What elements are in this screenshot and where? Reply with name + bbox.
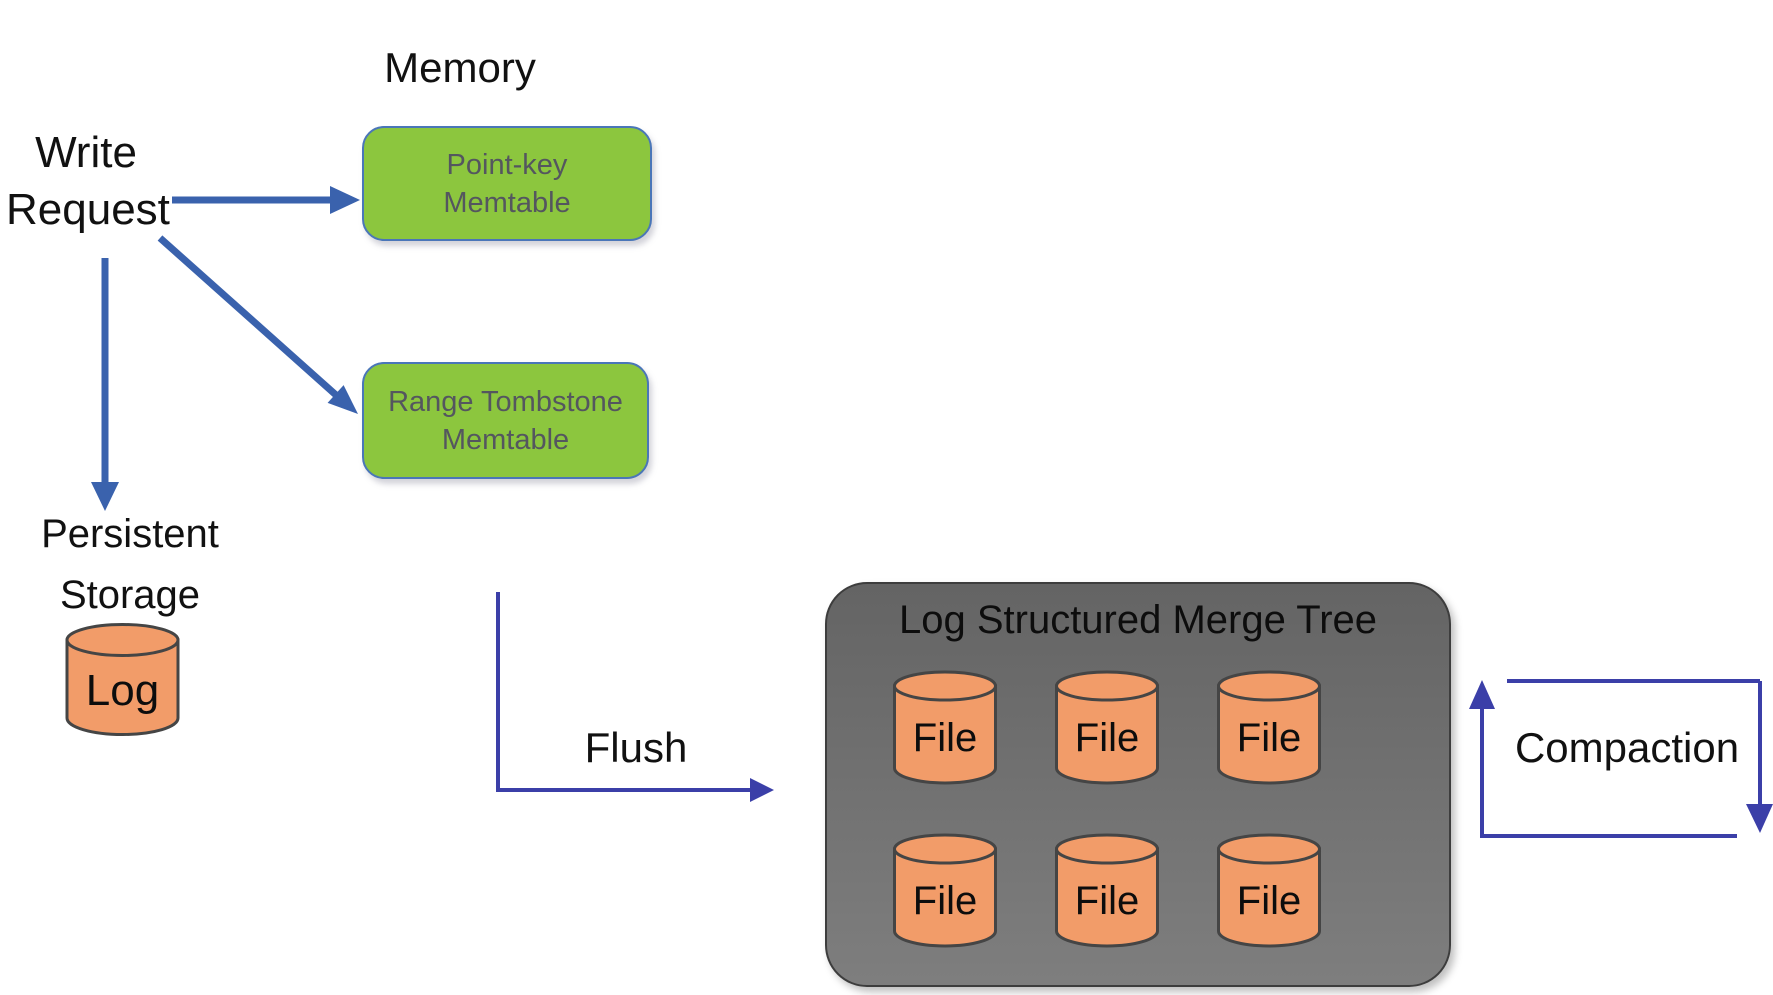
file-cylinder-label: File [912, 715, 978, 760]
lsm-tree-title: Log Structured Merge Tree [898, 598, 1378, 642]
range-tombstone-memtable-line2: Memtable [441, 423, 570, 456]
persistent-storage-line1: Persistent [41, 512, 219, 556]
write-to-rangetombstone-arrow [157, 235, 358, 414]
cylinder-icon [1217, 833, 1321, 948]
file-cylinder: File [1054, 832, 1160, 950]
file-cylinder: File [1054, 669, 1160, 787]
cylinder-icon [1055, 670, 1159, 785]
file-cylinder-label: File [912, 878, 978, 923]
flush-arrow-label: Flush [584, 724, 688, 771]
log-cylinder-label: Log [85, 666, 160, 715]
persistent-storage-line2: Storage [59, 573, 201, 617]
memory-section-title: Memory [384, 44, 536, 91]
write-request-line2: Request [6, 185, 170, 234]
range-tombstone-memtable-line1: Range Tombstone [388, 385, 623, 418]
file-cylinder-label: File [1074, 878, 1140, 923]
log-cylinder: Log [64, 622, 181, 740]
write-to-log-arrow [91, 258, 119, 511]
file-cylinder: File [892, 832, 998, 950]
file-cylinder-label: File [1236, 878, 1302, 923]
lsm-tree-box: Log Structured Merge Tree File File File [825, 582, 1451, 987]
cylinder-icon [65, 623, 180, 736]
write-request-label: Write Request [6, 124, 170, 238]
write-request-line1: Write [35, 128, 137, 177]
compaction-arrow-label: Compaction [1514, 724, 1740, 771]
cylinder-icon [893, 833, 997, 948]
point-key-memtable-line2: Memtable [443, 186, 571, 219]
cylinder-icon [1217, 670, 1321, 785]
file-cylinder: File [892, 669, 998, 787]
persistent-storage-label: Persistent Storage [20, 504, 240, 626]
point-key-memtable-box: Point-key Memtable [362, 126, 652, 241]
point-key-memtable-line1: Point-key [446, 148, 568, 181]
range-tombstone-memtable-box: Range Tombstone Memtable [362, 362, 649, 479]
file-cylinder-label: File [1236, 715, 1302, 760]
cylinder-icon [893, 670, 997, 785]
file-cylinder: File [1216, 832, 1322, 950]
file-cylinder: File [1216, 669, 1322, 787]
file-cylinder-label: File [1074, 715, 1140, 760]
cylinder-icon [1055, 833, 1159, 948]
write-to-pointkey-arrow [172, 186, 360, 214]
